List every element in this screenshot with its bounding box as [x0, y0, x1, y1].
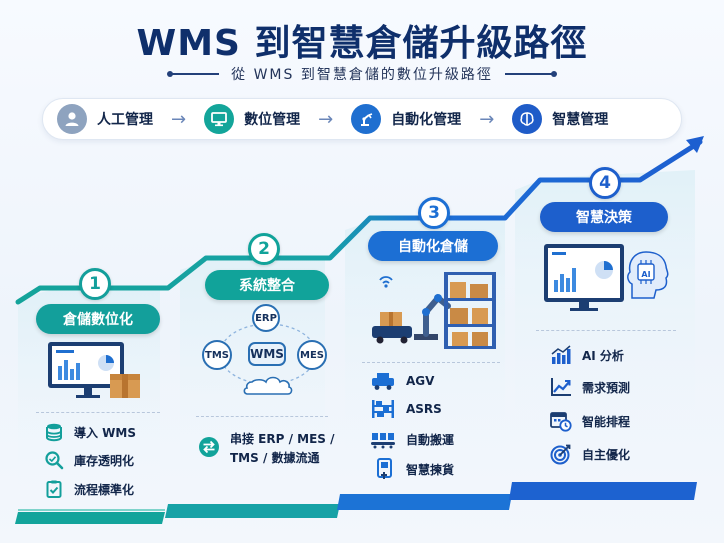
- evolution-label: 智慧管理: [552, 112, 609, 128]
- stage-number-badge: 4: [589, 167, 621, 199]
- stage-divider: [362, 362, 500, 363]
- robot-arm-icon: [351, 104, 382, 134]
- stage-1-item: 流程標準化: [44, 479, 134, 499]
- stage-2-item: 串接 ERP / MES / TMS / 數據流通: [198, 430, 335, 468]
- conveyor-icon: [371, 433, 395, 449]
- stage-3-item: AGV: [370, 371, 434, 391]
- trend-icon: [551, 378, 571, 396]
- wms-node: WMS: [248, 342, 286, 366]
- arrow-head-icon: [686, 136, 704, 153]
- evolution-stage-smart: 智慧管理: [512, 104, 608, 134]
- item-label: 智能排程: [582, 414, 631, 429]
- stage-number-badge: 2: [248, 233, 280, 265]
- stage-4-item: 智能排程: [550, 410, 630, 432]
- stage-4-item: 自主優化: [550, 443, 630, 465]
- subtitle-row: 從 WMS 到智慧倉儲的數位升級路徑: [0, 64, 724, 84]
- stage-1-item: 庫存透明化: [44, 450, 134, 470]
- bar-chart-icon: [551, 345, 571, 364]
- stage-number-badge: 3: [418, 197, 450, 229]
- ai-dashboard-illustration: [544, 244, 669, 311]
- stage-divider: [536, 330, 676, 331]
- evolution-bar: 人工管理 → 數位管理 → 自動化管理 → 智慧管理: [42, 98, 682, 140]
- item-label: 導入 WMS: [74, 425, 136, 440]
- stage-divider: [196, 416, 328, 417]
- person-icon: [57, 104, 87, 134]
- swap-arrows-icon: [199, 437, 219, 457]
- item-label: AGV: [406, 374, 435, 388]
- stage-3-item: 智慧揀貨: [374, 458, 454, 480]
- page-subtitle: 從 WMS 到智慧倉儲的數位升級路徑: [231, 67, 493, 83]
- item-label: 智慧揀貨: [406, 462, 455, 477]
- subtitle-divider-right: [504, 71, 557, 77]
- step-base-4: [509, 482, 697, 500]
- shelf-icon: [372, 400, 394, 418]
- stage-number-badge: 1: [79, 268, 111, 300]
- stage-3-item: ASRS: [370, 399, 442, 419]
- calendar-clock-icon: [550, 412, 572, 432]
- stage-title: 自動化倉儲: [368, 231, 498, 261]
- stage-3-item: 自動搬運: [370, 429, 454, 449]
- subtitle-divider-left: [167, 71, 220, 77]
- item-label: 需求預測: [582, 380, 631, 395]
- item-label: 自動搬運: [406, 432, 455, 447]
- evolution-stage-digital: 數位管理: [204, 104, 300, 134]
- item-label: AI 分析: [582, 348, 624, 363]
- evolution-label: 自動化管理: [391, 112, 462, 128]
- step-base-1: [15, 512, 165, 524]
- stage-divider: [36, 412, 160, 413]
- tms-node: TMS: [202, 340, 232, 370]
- item-label-line: TMS / 數據流通: [230, 451, 320, 465]
- monitor-icon: [204, 104, 235, 134]
- arrow-right-icon: →: [171, 108, 187, 130]
- evolution-stage-manual: 人工管理: [57, 104, 153, 134]
- item-label: 流程標準化: [74, 482, 135, 497]
- item-label-line: 串接 ERP / MES /: [230, 432, 335, 446]
- monitor-dashboard-illustration: [48, 342, 140, 398]
- item-label: 庫存透明化: [74, 453, 135, 468]
- agv-icon: [372, 373, 394, 390]
- checklist-icon: [46, 480, 62, 498]
- handheld-scanner-icon: [377, 458, 392, 479]
- search-icon: [45, 451, 64, 470]
- evolution-stage-automation: 自動化管理: [351, 104, 461, 134]
- automated-warehouse-illustration: [372, 272, 496, 349]
- item-label: 自主優化: [582, 447, 631, 462]
- item-label: ASRS: [406, 402, 442, 416]
- mes-node: MES: [297, 340, 327, 370]
- stage-title: 智慧決策: [540, 202, 668, 232]
- evolution-label: 人工管理: [97, 112, 153, 128]
- brain-icon: [512, 104, 543, 134]
- database-icon: [46, 423, 62, 442]
- page-title: WMS 到智慧倉儲升級路徑: [136, 23, 588, 64]
- stage-1-item: 導入 WMS: [44, 422, 136, 442]
- evolution-label: 數位管理: [244, 112, 301, 128]
- arrow-right-icon: →: [479, 108, 495, 130]
- arrow-right-icon: →: [318, 108, 334, 130]
- stage-title: 系統整合: [205, 270, 329, 300]
- erp-node: ERP: [252, 304, 280, 332]
- step-base-2: [165, 504, 340, 518]
- stage-4-item: 需求預測: [550, 377, 630, 397]
- target-icon: [550, 444, 571, 465]
- stage-4-item: AI 分析: [550, 345, 624, 365]
- ai-chip-label: AI: [641, 269, 651, 279]
- stage-title: 倉儲數位化: [36, 304, 160, 334]
- step-base-3: [337, 494, 512, 510]
